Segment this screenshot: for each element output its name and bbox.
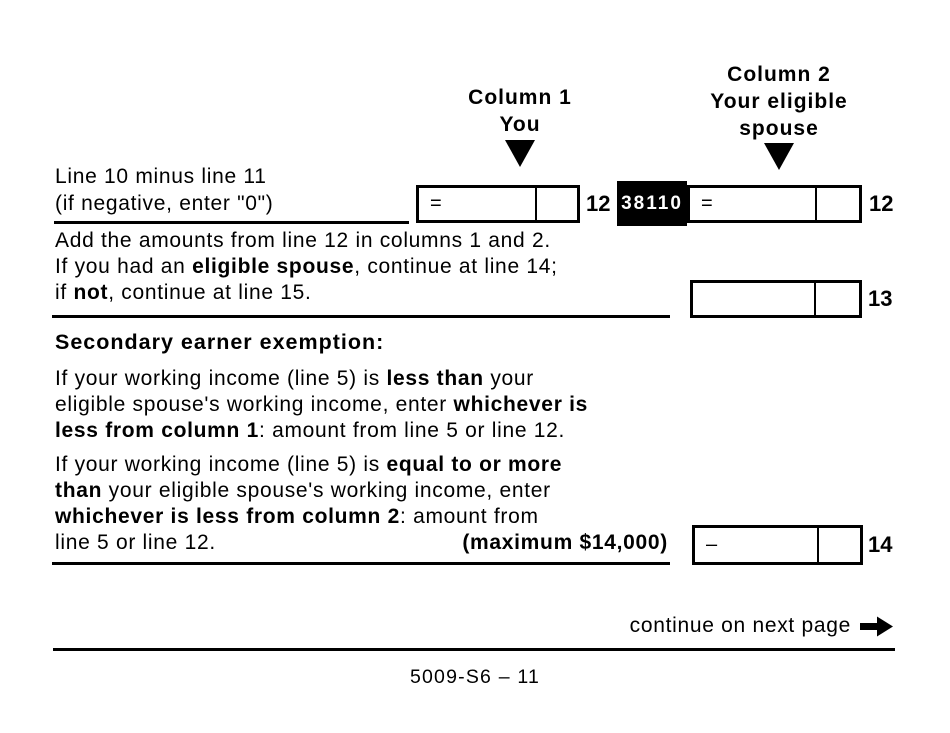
line-number-13: 13 [868, 286, 893, 311]
column2-header: Column 2 Your eligible spouse [669, 61, 889, 142]
text-segment: , continue at line 15. [108, 281, 312, 304]
section-divider [52, 315, 670, 318]
text-segment-bold: less from column 1 [55, 419, 259, 442]
secondary-paragraph-a: If your working income (line 5) is less … [55, 366, 670, 444]
column2-pointer-triangle-icon [764, 143, 794, 170]
line12-label-line1: Line 10 minus line 11 [55, 165, 267, 188]
line-number-14: 14 [868, 532, 893, 557]
line12-col2-amount-field[interactable]: = [687, 185, 862, 223]
secondary-paragraph-b: If your working income (line 5) is equal… [55, 452, 668, 556]
cents-divider [535, 188, 537, 220]
maximum-note: (maximum $14,000) [462, 531, 668, 554]
column1-title: Column 1 [468, 86, 572, 109]
text-segment: your [483, 367, 534, 390]
line12-label-line2: (if negative, enter "0") [55, 192, 274, 215]
footer-divider [53, 648, 895, 651]
cents-divider [814, 283, 816, 315]
line12-col1-amount-field[interactable]: = [416, 185, 580, 223]
line13-amount-field[interactable] [690, 280, 862, 318]
text-segment: if [55, 281, 74, 304]
text-segment: : amount from line 5 or line 12. [259, 419, 566, 442]
cents-divider [815, 188, 817, 220]
text-segment: , continue at line 14; [354, 255, 558, 278]
text-segment-bold: equal to or more [386, 453, 563, 476]
text-segment: eligible spouse's working income, enter [55, 393, 454, 416]
paragraph-line: than your eligible spouse's working inco… [55, 478, 668, 504]
page-footer: 5009-S6 – 11 [409, 666, 541, 688]
text-segment-bold: less than [386, 367, 484, 390]
cents-divider [817, 528, 819, 562]
continue-arrow-icon [860, 616, 893, 636]
line12-label: Line 10 minus line 11 (if negative, ente… [55, 163, 273, 217]
secondary-earner-heading: Secondary earner exemption: [55, 330, 385, 354]
column2-title: Column 2 [727, 63, 831, 86]
continue-text: continue on next page [629, 614, 851, 637]
column2-subtitle-line1: Your eligible [710, 90, 848, 113]
text-segment-bold: not [73, 281, 109, 304]
text-segment: : amount from [400, 505, 539, 528]
line-number-12-col2: 12 [869, 191, 894, 216]
text-segment-bold: than [55, 479, 103, 502]
column1-header: Column 1 You [430, 84, 610, 138]
text-segment: Add the amounts from line 12 in columns … [55, 229, 551, 252]
paragraph-line: If you had an eligible spouse, continue … [55, 254, 655, 280]
column1-subtitle: You [499, 113, 541, 136]
line12-underline [54, 221, 409, 224]
paragraph-line: if not, continue at line 15. [55, 280, 655, 306]
text-segment-bold: whichever is less from column 2 [55, 505, 400, 528]
section-divider [52, 562, 670, 565]
equals-sign: = [430, 192, 443, 215]
field-code-badge: 38110 [617, 181, 687, 226]
text-segment: If your working income (line 5) is [55, 453, 387, 476]
paragraph-line: whichever is less from column 2: amount … [55, 504, 668, 530]
text-segment-bold: eligible spouse [192, 255, 355, 278]
line13-instructions: Add the amounts from line 12 in columns … [55, 228, 655, 306]
line-number-12-col1: 12 [586, 191, 611, 216]
paragraph-line: If your working income (line 5) is less … [55, 366, 670, 392]
text-segment: If you had an [55, 255, 193, 278]
continue-note: continue on next page [630, 614, 893, 638]
text-segment: If your working income (line 5) is [55, 367, 387, 390]
paragraph-line: If your working income (line 5) is equal… [55, 452, 668, 478]
text-segment: line 5 or line 12. [55, 531, 216, 554]
text-segment: your eligible spouse's working income, e… [102, 479, 551, 502]
paragraph-line: line 5 or line 12. (maximum $14,000) [55, 530, 668, 556]
column2-subtitle-line2: spouse [739, 117, 819, 140]
paragraph-line: eligible spouse's working income, enter … [55, 392, 670, 418]
minus-sign: – [706, 533, 718, 556]
column1-pointer-triangle-icon [505, 140, 535, 167]
line14-amount-field[interactable]: – [692, 525, 863, 565]
equals-sign: = [701, 192, 714, 215]
text-segment-bold: whichever is [453, 393, 589, 416]
paragraph-line: Add the amounts from line 12 in columns … [55, 228, 655, 254]
paragraph-line: less from column 1: amount from line 5 o… [55, 418, 670, 444]
